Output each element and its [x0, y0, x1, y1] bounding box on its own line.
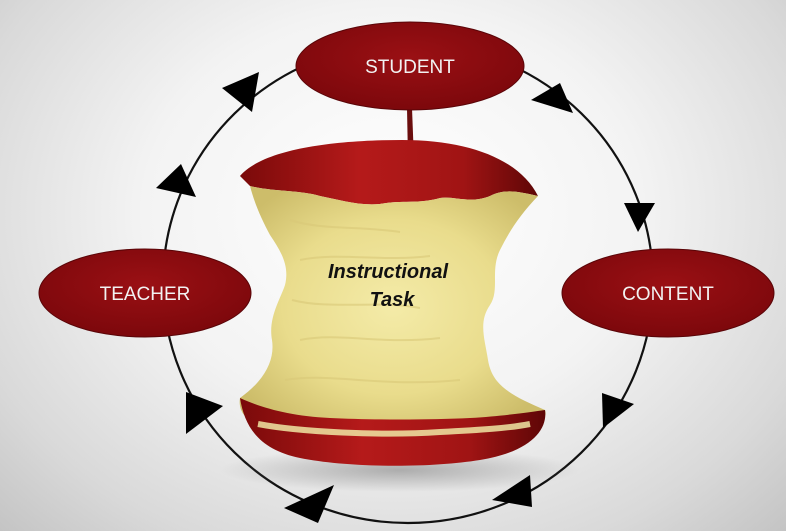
node-teacher: TEACHER	[38, 248, 252, 338]
cycle-arrow-2	[624, 203, 655, 232]
center-label-line2: Task	[370, 289, 416, 311]
cycle-arrow-4	[492, 475, 532, 507]
cycle-arrows	[156, 72, 655, 523]
center-label: Instructional Task	[328, 261, 448, 311]
node-teacher-label: TEACHER	[100, 284, 191, 305]
cycle-arrow-3	[602, 393, 634, 428]
node-student-label: STUDENT	[365, 57, 455, 78]
cycle-arrow-8	[222, 72, 259, 112]
cycle-arrow-6	[186, 392, 223, 434]
node-student: STUDENT	[295, 21, 525, 111]
center-label-line1: Instructional	[328, 261, 448, 283]
node-content: CONTENT	[561, 248, 775, 338]
node-content-label: CONTENT	[622, 284, 714, 305]
apple-core-image	[220, 108, 580, 492]
cycle-arrow-5	[284, 485, 334, 523]
cycle-arrow-1	[531, 83, 573, 113]
cycle-arrow-7	[156, 164, 196, 197]
